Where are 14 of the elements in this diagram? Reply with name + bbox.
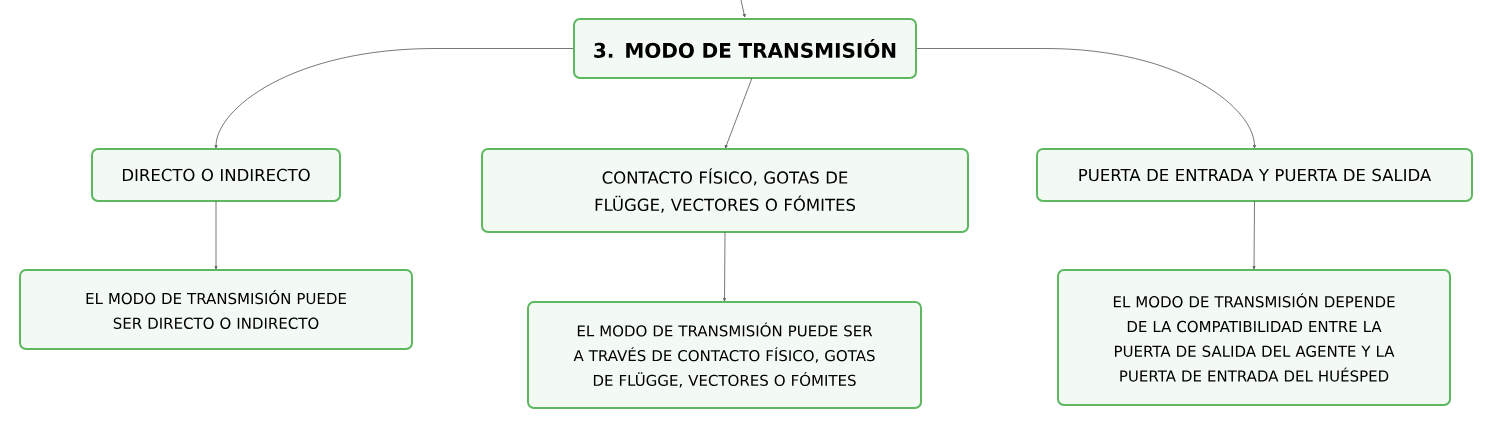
arrow [214,200,218,270]
arrow [214,48,574,149]
arrow [740,0,746,18]
topic-box: 3. MODO DE TRANSMISIÓN [573,18,917,79]
arrow [1252,200,1256,270]
arrow [724,77,753,149]
note-box: EL MODO DE TRANSMISIÓN DEPENDE DE LA COMPATIBILIDAD ENTRE LA PUERTA DE SALIDA DEL AGENTE Y LA PUERTA DE ENTRADA DEL HUÉSPED [1057,269,1451,406]
subtopic-box: DIRECTO O INDIRECTO [91,148,341,202]
subtopic-box: CONTACTO FÍSICO, GOTAS DE FLÜGGE, VECTORES O FÓMITES [481,148,969,233]
arrow [916,48,1256,149]
note-box: EL MODO DE TRANSMISIÓN PUEDE SER DIRECTO O INDIRECTO [19,269,413,350]
note-box: EL MODO DE TRANSMISIÓN PUEDE SER A TRAVÉS DE CONTACTO FÍSICO, GOTAS DE FLÜGGE, VECTORES O FÓMITES [527,301,922,409]
arrow [723,231,726,302]
subtopic-box: PUERTA DE ENTRADA Y PUERTA DE SALIDA [1036,148,1473,202]
